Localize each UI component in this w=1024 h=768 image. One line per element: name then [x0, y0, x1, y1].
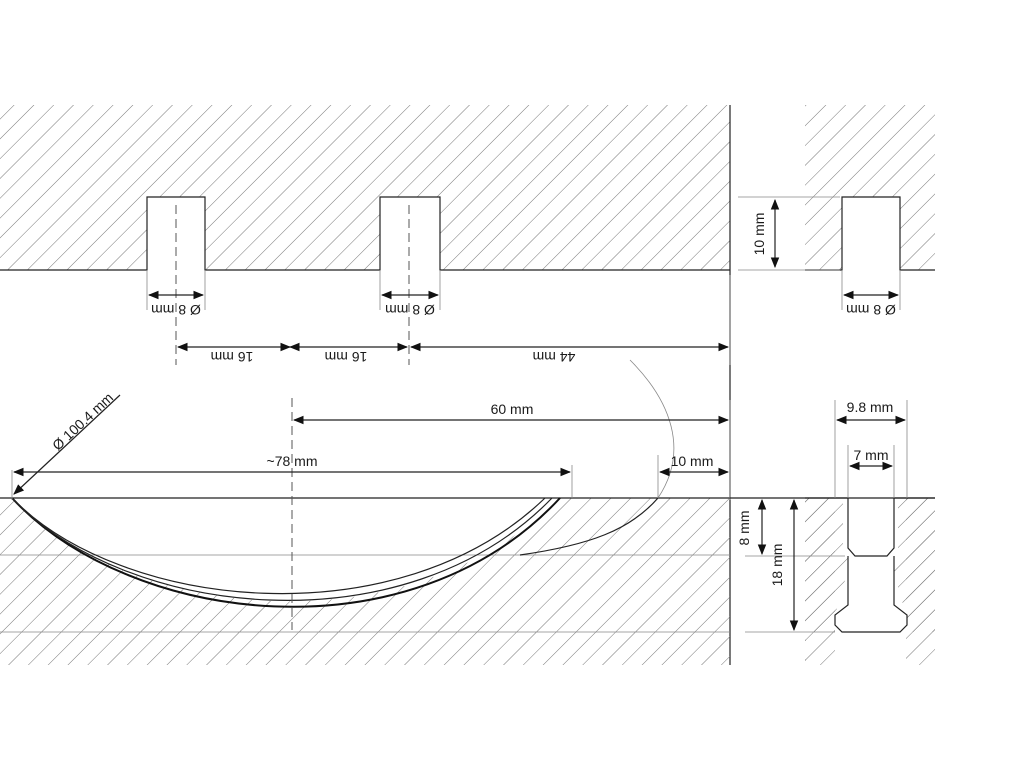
recess-outer-arc: [11, 497, 561, 608]
bottom-left-section: [0, 359, 731, 665]
slot-depth-8-label: 8 mm: [736, 511, 752, 546]
bottom-left-hatched-body: [0, 498, 730, 665]
bottom-right-hatch-left: [805, 498, 835, 665]
recess-exit-curve: [519, 497, 659, 556]
top-right-section: [738, 105, 935, 271]
bottom-left-dimensions: [12, 394, 730, 495]
arc-diameter-label: Ø 100.4 mm: [49, 389, 116, 453]
top-left-hatched-body: [0, 105, 730, 270]
top-right-hatched-body: [805, 105, 935, 270]
slot-top-width-label: 9.8 mm: [847, 399, 894, 415]
hole-dia-label-2: Ø 8 mm: [385, 302, 435, 318]
hole-dia-label-1: Ø 8 mm: [151, 302, 201, 318]
t-slot-lower-profile: [834, 556, 908, 633]
hole-diameter-dimensions: [146, 270, 901, 310]
slot-inner-width-label: 7 mm: [854, 447, 889, 463]
recess-inner-arc: [11, 497, 546, 595]
hole-dia-label-3: Ø 8 mm: [846, 302, 896, 318]
arc-span-label: 60 mm: [491, 401, 534, 417]
hatch-mask-lower-band: [0, 498, 560, 602]
recess-middle-arc: [11, 497, 553, 601]
t-slot-cavity: [835, 498, 907, 632]
bottom-right-hatched-body: [805, 498, 935, 665]
edge-offset-label: 10 mm: [671, 453, 714, 469]
spacing-label-1: 16 mm: [211, 349, 254, 365]
spacing-label-3: 44 mm: [533, 349, 576, 365]
t-slot-profile: [805, 497, 935, 557]
groove-depth-label: 10 mm: [751, 213, 767, 256]
construction-circle-arc: [629, 359, 675, 499]
slot-depth-18-label: 18 mm: [769, 544, 785, 587]
top-left-profile: [0, 196, 730, 271]
upside-down-labels: Ø 8 mm Ø 8 mm Ø 8 mm 16 mm 16 mm 44 mm: [151, 302, 896, 365]
arc-width-label: ~78 mm: [267, 453, 318, 469]
bottom-right-hatch-right: [906, 498, 935, 665]
diameter-leader: [13, 394, 121, 495]
bottom-right-section: [730, 400, 935, 665]
spacing-label-2: 16 mm: [325, 349, 368, 365]
